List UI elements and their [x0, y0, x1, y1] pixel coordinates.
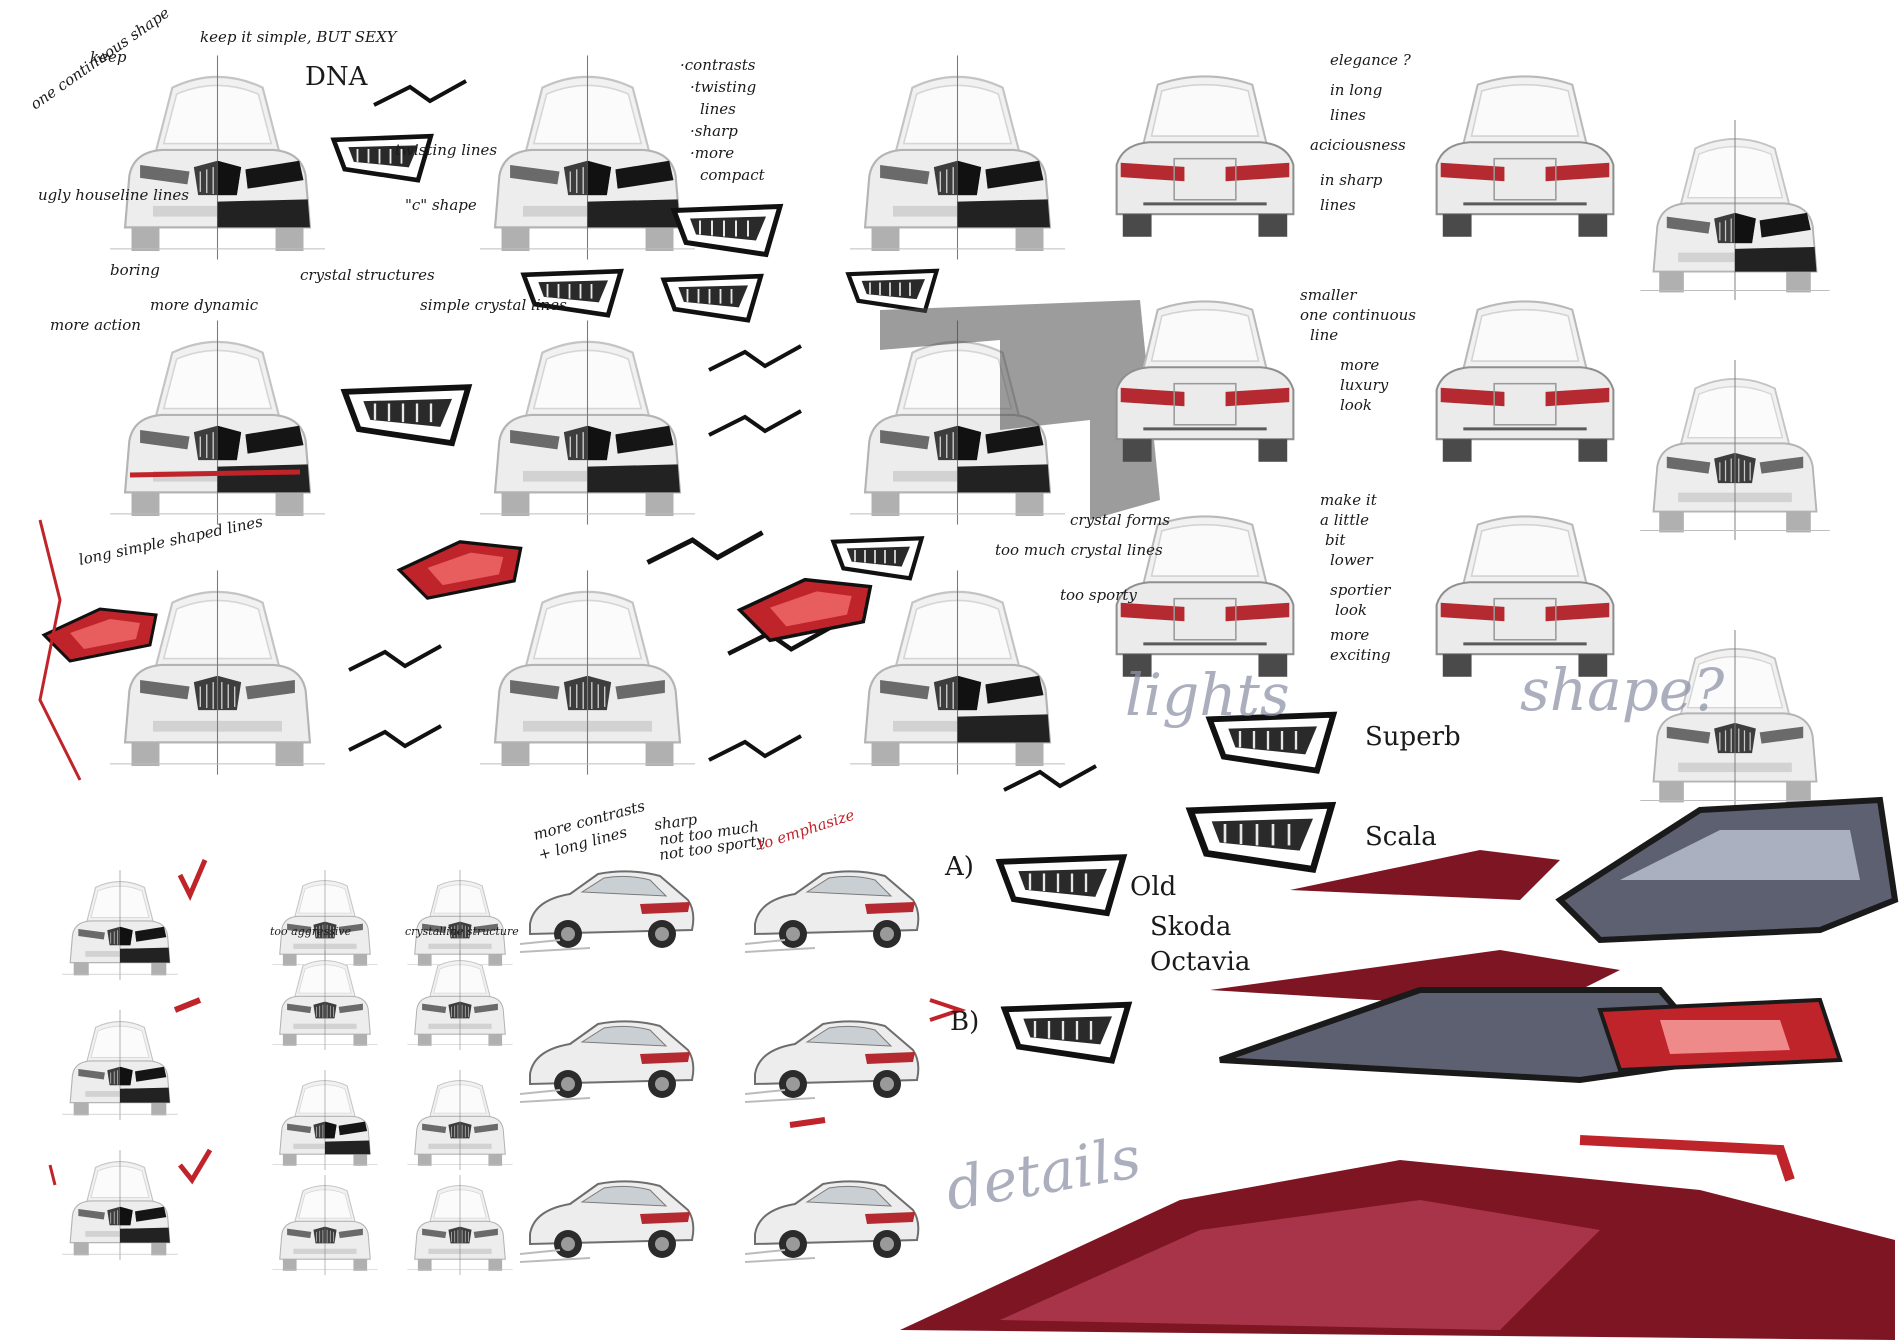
note-dna: DNA: [305, 62, 369, 92]
note-c-shape: "c" shape: [405, 196, 477, 214]
svg-text:look: look: [1335, 601, 1367, 619]
note-keep: keep: [90, 48, 127, 66]
note-aciciousness: aciciousness in sharp lines: [1310, 136, 1406, 214]
note-scala: Scala: [1365, 822, 1437, 852]
note-contrasts-list: ·contrasts ·twisting lines ·sharp ·more …: [680, 56, 766, 184]
note-elegance: elegance ? in long lines: [1330, 51, 1412, 124]
svg-text:a little: a little: [1320, 511, 1369, 529]
svg-text:elegance ?: elegance ?: [1330, 51, 1412, 69]
svg-text:sportier: sportier: [1330, 581, 1391, 599]
large-lamp-renders: [900, 796, 1899, 1340]
note-boring: boring: [110, 261, 160, 279]
svg-text:line: line: [1310, 326, 1338, 344]
svg-text:more: more: [1330, 626, 1369, 644]
note-details: details: [941, 1123, 1146, 1224]
note-crystal-structures: crystal structures: [300, 266, 435, 284]
note-crystal-forms: crystal forms: [1070, 511, 1170, 529]
note-keep-simple: keep it simple, BUT SEXY: [200, 28, 399, 46]
svg-text:·twisting: ·twisting: [690, 78, 756, 96]
note-long-simple: long simple shaped lines: [77, 512, 265, 569]
svg-text:exciting: exciting: [1330, 646, 1391, 664]
svg-text:·sharp: ·sharp: [690, 122, 738, 140]
note-twisting: twisting lines: [395, 141, 497, 159]
note-more-contrasts: more contrasts + long lines: [531, 797, 647, 864]
note-too-sporty: too sporty: [1060, 586, 1137, 604]
red-bumper-accent: [129, 469, 301, 478]
svg-text:make it: make it: [1320, 491, 1378, 509]
svg-text:luxury: luxury: [1340, 376, 1389, 394]
note-shape: shape?: [1520, 656, 1725, 724]
svg-text:more: more: [1340, 356, 1379, 374]
note-to-emphasize: to emphasize: [756, 806, 857, 854]
front-view-row-1: [110, 55, 1065, 259]
note-sharp: sharp not too much not too sporty: [653, 810, 766, 864]
svg-text:bit: bit: [1325, 531, 1346, 549]
note-crystalline: crystalline structure: [405, 925, 519, 938]
svg-text:lines: lines: [1330, 106, 1366, 124]
note-simple-crystal: simple crystal lines: [420, 296, 567, 314]
svg-text:in long: in long: [1330, 81, 1382, 99]
svg-text:in sharp: in sharp: [1320, 171, 1383, 189]
note-lights: lights: [1125, 661, 1290, 729]
note-a-label: A): [944, 852, 974, 882]
svg-text:smaller: smaller: [1300, 286, 1357, 304]
red-lamp-sketches: [38, 519, 873, 781]
note-more-dynamic: more dynamic: [150, 296, 259, 314]
note-smaller: smaller one continuous line more luxury …: [1300, 286, 1416, 414]
note-old-skoda: Old Skoda Octavia: [1130, 872, 1250, 977]
note-more-action: more action: [50, 316, 141, 334]
svg-text:Skoda: Skoda: [1150, 912, 1231, 942]
svg-text:compact: compact: [700, 166, 766, 184]
svg-text:lines: lines: [1320, 196, 1356, 214]
svg-text:lower: lower: [1330, 551, 1374, 569]
svg-text:Old: Old: [1130, 872, 1176, 902]
svg-text:sharp: sharp: [653, 810, 699, 834]
svg-text:look: look: [1340, 396, 1372, 414]
front-view-row-2: [110, 320, 1065, 524]
note-make-lower: make it a little bit lower sportier look…: [1320, 491, 1391, 664]
note-superb: Superb: [1365, 722, 1461, 752]
svg-text:lines: lines: [700, 100, 736, 118]
dark-marker-block: [880, 300, 1160, 520]
svg-text:Octavia: Octavia: [1150, 947, 1250, 977]
svg-text:·contrasts: ·contrasts: [680, 56, 756, 74]
svg-text:one continuous: one continuous: [1300, 306, 1416, 324]
note-too-much-crystal: too much crystal lines: [995, 541, 1163, 559]
note-b-label: B): [950, 1007, 979, 1037]
note-ugly: ugly houseline lines: [38, 186, 189, 204]
note-too-aggressive: too aggressive: [270, 925, 352, 938]
svg-text:·more: ·more: [690, 144, 734, 162]
front-view-row-3: [110, 570, 1065, 775]
svg-text:aciciousness: aciciousness: [1310, 136, 1406, 154]
thumbnail-side-views: [520, 870, 920, 1263]
red-checkmarks: [48, 859, 967, 1186]
